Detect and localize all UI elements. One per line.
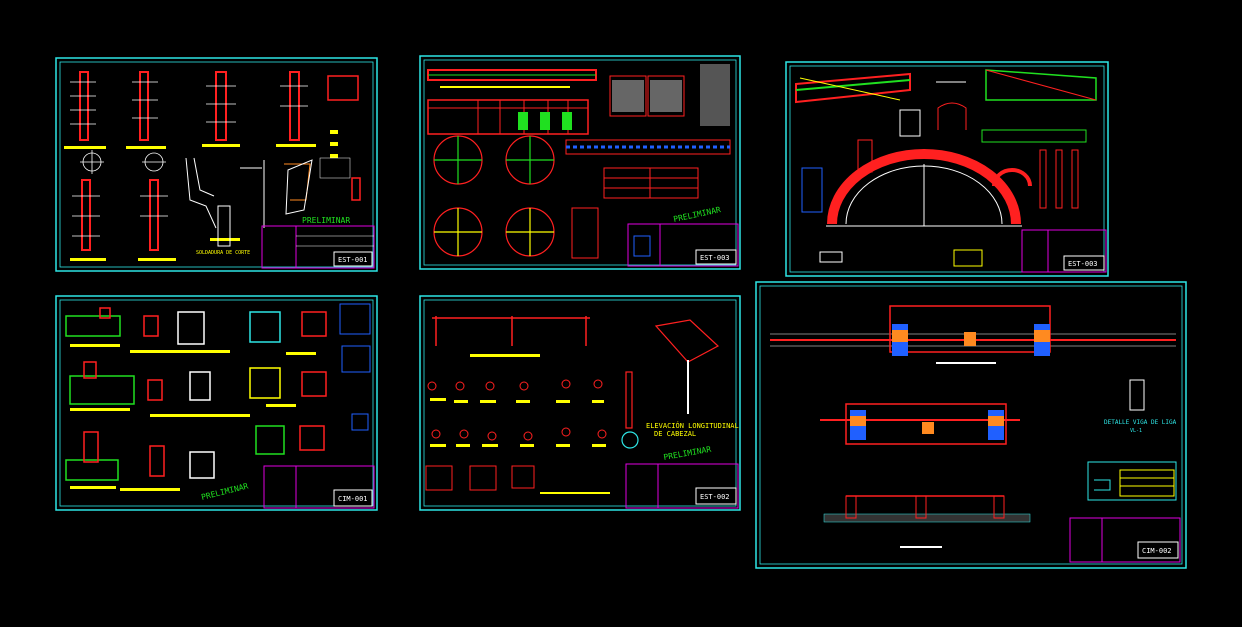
sheet-code: CIM-001 — [338, 495, 368, 503]
rebar-table — [1087, 461, 1177, 501]
sheet-code: EST-003 — [1068, 260, 1098, 268]
stamp-preliminar: PRELIMINAR — [302, 216, 350, 225]
foundation-beam-mid — [820, 403, 1020, 445]
detail-items — [801, 102, 1087, 267]
sheet-cim-002[interactable]: DETALLE VIGA DE LIGA VL-1 CIM-002 — [755, 281, 1187, 569]
title-block — [627, 223, 739, 267]
weld-details — [185, 157, 351, 247]
detail-symbols — [425, 379, 607, 491]
truss-plan — [565, 139, 731, 155]
title-block — [1069, 517, 1181, 563]
beam-section-detail — [1129, 379, 1145, 411]
arch-elevation — [826, 149, 1022, 227]
circular-sections — [433, 135, 555, 257]
sheet-cim-001[interactable]: PRELIMINAR CIM-001 — [55, 295, 378, 511]
title-block — [625, 463, 739, 509]
sheet-est-001[interactable]: PRELIMINAR SOLDADURA DE CORTE EST-001 — [55, 57, 378, 272]
title-block — [263, 465, 375, 509]
sheet-est-003-arch[interactable]: EST-003 — [785, 61, 1109, 277]
roof-truss — [795, 69, 1097, 104]
circle-details — [80, 150, 166, 174]
title-block — [1021, 229, 1107, 273]
yellow-labels — [70, 344, 316, 491]
yellow-labels — [64, 130, 338, 261]
sheet-est-003-truss[interactable]: PRELIMINAR EST-003 — [419, 55, 741, 270]
sheet-est-002[interactable]: ELEVACIÓN LONGITUDINAL DE CABEZAL PRELIM… — [419, 295, 741, 511]
notes-panels — [609, 64, 730, 126]
legend-tables — [339, 303, 371, 431]
caption-cabezal: DE CABEZAL — [654, 430, 696, 438]
sheet-code: EST-002 — [700, 493, 730, 501]
sheet-code: EST-003 — [700, 254, 730, 262]
sheet-code: EST-001 — [338, 256, 368, 264]
data-table — [427, 99, 589, 135]
sheet-code: CIM-002 — [1142, 547, 1172, 555]
caption-detalle: DETALLE VIGA DE LIGA — [1104, 419, 1177, 426]
title-block — [261, 225, 375, 269]
frame-elevation — [432, 316, 590, 357]
foundation-beam-top — [770, 305, 1176, 364]
connection-details — [621, 319, 720, 449]
small-details — [430, 398, 610, 494]
caption-elevation: ELEVACIÓN LONGITUDINAL — [646, 421, 739, 430]
truss-elevation — [427, 69, 597, 88]
footing-details — [65, 307, 327, 481]
foundation-section — [823, 495, 1031, 548]
schedule-table — [571, 167, 699, 259]
weld-caption: SOLDADURA DE CORTE — [196, 250, 250, 256]
column-ticks — [70, 81, 308, 237]
caption-vl1: VL-1 — [1130, 428, 1142, 434]
